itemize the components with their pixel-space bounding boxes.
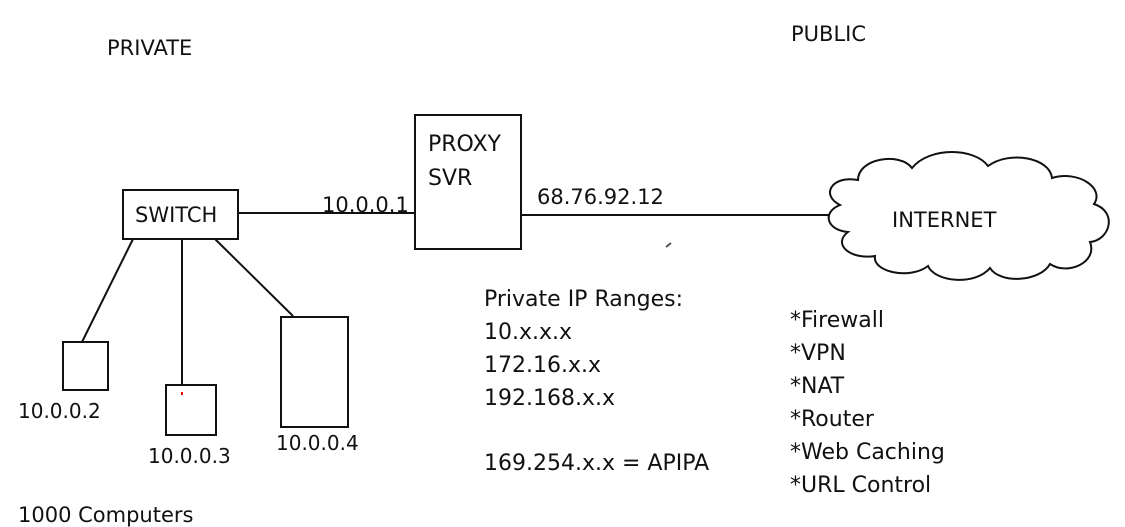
computer-node-2 — [165, 384, 217, 436]
computer-node-1 — [62, 341, 109, 391]
private-range-item: 10.x.x.x — [484, 320, 573, 345]
red-dot-mark — [181, 392, 183, 395]
feature-item: *Router — [790, 407, 874, 432]
feature-item: *VPN — [790, 341, 846, 366]
computer-count-label: 1000 Computers — [18, 503, 194, 527]
private-ranges-heading: Private IP Ranges: — [484, 287, 684, 312]
switch-computer1-link — [81, 238, 134, 343]
internet-cloud-icon — [827, 151, 1110, 281]
switch-label: SWITCH — [135, 203, 218, 227]
computer-1-ip: 10.0.0.2 — [18, 399, 101, 423]
computer-2-ip: 10.0.0.3 — [148, 444, 231, 468]
proxy-inside-ip: 10.0.0.1 — [322, 193, 409, 217]
feature-item: *URL Control — [790, 473, 932, 498]
proxy-label-line2: SVR — [428, 166, 473, 191]
switch-node: SWITCH — [122, 189, 239, 240]
internet-label: INTERNET — [892, 208, 997, 232]
feature-item: *Firewall — [790, 308, 884, 333]
private-range-item: 192.168.x.x — [484, 386, 616, 411]
apipa-label: 169.254.x.x = APIPA — [484, 451, 710, 476]
proxy-server-node: PROXY SVR — [414, 114, 522, 250]
public-zone-label: PUBLIC — [791, 22, 866, 46]
proxy-outside-ip: 68.76.92.12 — [537, 185, 664, 209]
switch-computer3-link — [214, 238, 294, 317]
proxy-label-line1: PROXY — [428, 132, 501, 157]
private-range-item: 172.16.x.x — [484, 353, 602, 378]
private-ip-ranges: Private IP Ranges: 10.x.x.x 172.16.x.x 1… — [484, 283, 683, 415]
feature-item: *NAT — [790, 374, 845, 399]
feature-item: *Web Caching — [790, 440, 945, 465]
private-zone-label: PRIVATE — [107, 36, 193, 60]
computer-3-ip: 10.0.0.4 — [276, 431, 359, 455]
stray-mark — [665, 242, 672, 248]
computer-node-3 — [280, 316, 349, 428]
proxy-features-list: *Firewall *VPN *NAT *Router *Web Caching… — [790, 304, 945, 502]
